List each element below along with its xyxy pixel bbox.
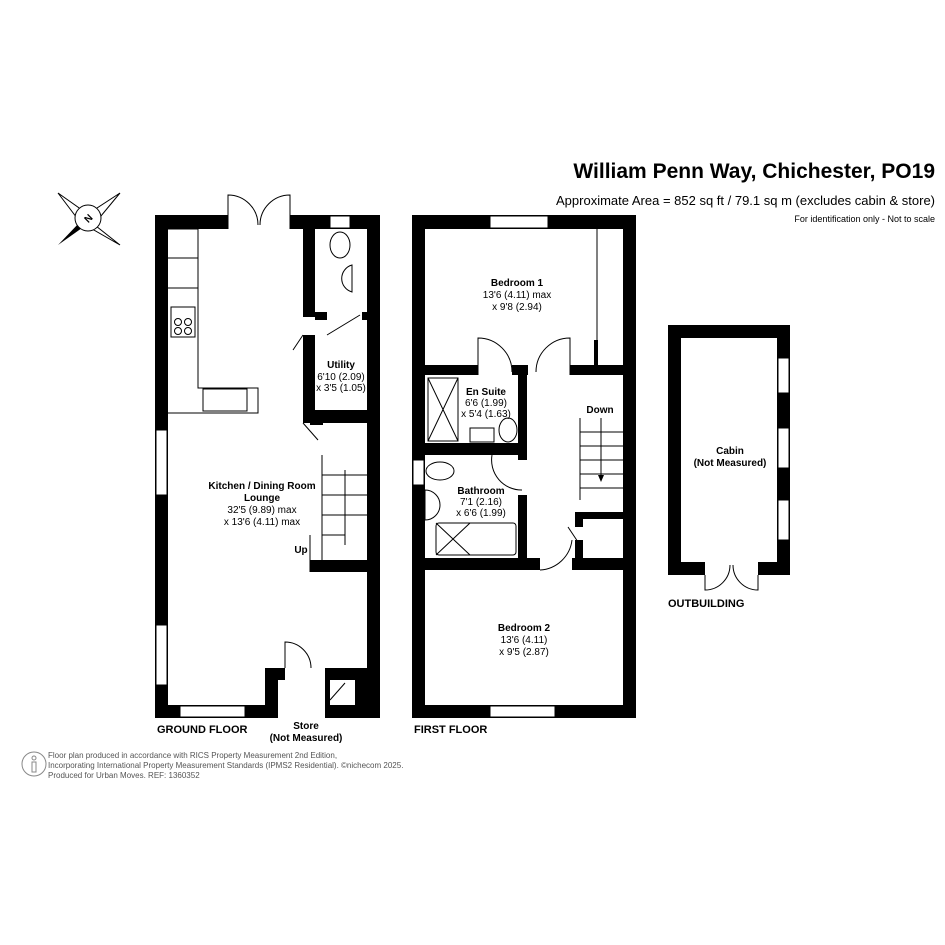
ground-floor-kitchen-dim1: 32'5 (9.89) max [227,505,296,516]
kitchen-label: Kitchen / Dining Room [208,481,315,492]
property-title: William Penn Way, Chichester, PO19 [573,160,935,183]
stairs-down-label: Down [586,405,613,416]
first-floor-bedroom1-dim2: x 9'8 (2.94) [492,302,542,313]
first-floor-ensuite-dim2: x 5'4 (1.63) [461,409,511,420]
ground-floor-label: GROUND FLOOR [157,724,247,736]
first-floor-bedroom1-dim1: 13'6 (4.11) max [483,290,551,301]
cabin-label: Cabin [716,446,744,457]
ensuite-label: En Suite [466,387,506,398]
outbuilding-plan: Cabin (Not Measured) OUTBUILDING [668,325,790,610]
approximate-area: Approximate Area = 852 sq ft / 79.1 sq m… [556,193,935,208]
bedroom2-label: Bedroom 2 [498,623,551,634]
first-floor-bathroom-dim2: x 6'6 (1.99) [456,508,506,519]
ground-floor-kitchen-dim2: x 13'6 (4.11) max [224,517,300,528]
first-floor-label: FIRST FLOOR [414,724,487,736]
outbuilding-label: OUTBUILDING [668,598,744,610]
outbuilding-cabin-note: (Not Measured) [694,458,767,469]
ground-floor-utility-dim2: x 3'5 (1.05) [316,383,366,394]
footer-line3: Produced for Urban Moves. REF: 1360352 [48,771,200,780]
first-floor-bedroom2-dim2: x 9'5 (2.87) [499,647,549,658]
first-floor-ensuite-dim1: 6'6 (1.99) [465,398,507,409]
store-label: Store [293,721,319,732]
first-floor-bathroom-dim1: 7'1 (2.16) [460,497,502,508]
utility-label: Utility [327,360,355,371]
footer-line1: Floor plan produced in accordance with R… [48,751,338,760]
ground-floor-plan: Kitchen / Dining Room Lounge 32'5 (9.89)… [155,194,380,744]
ground-floor-utility-dim1: 6'10 (2.09) [317,372,365,383]
stairs-up-label: Up [294,545,307,556]
first-floor-plan: Bedroom 1 13'6 (4.11) max x 9'8 (2.94) E… [412,215,636,736]
ground-floor-store-note: (Not Measured) [270,733,343,744]
first-floor-bedroom2-dim1: 13'6 (4.11) [501,635,548,646]
footer-line2: Incorporating International Property Mea… [48,761,404,770]
bathroom-label: Bathroom [457,486,504,497]
compass-icon: N [57,192,121,246]
person-info-icon [21,751,47,777]
ground-floor-kitchen-name2: Lounge [244,493,281,504]
bedroom1-label: Bedroom 1 [491,278,544,289]
scale-note: For identification only - Not to scale [794,214,935,224]
footer-disclaimer: Floor plan produced in accordance with R… [48,751,403,781]
